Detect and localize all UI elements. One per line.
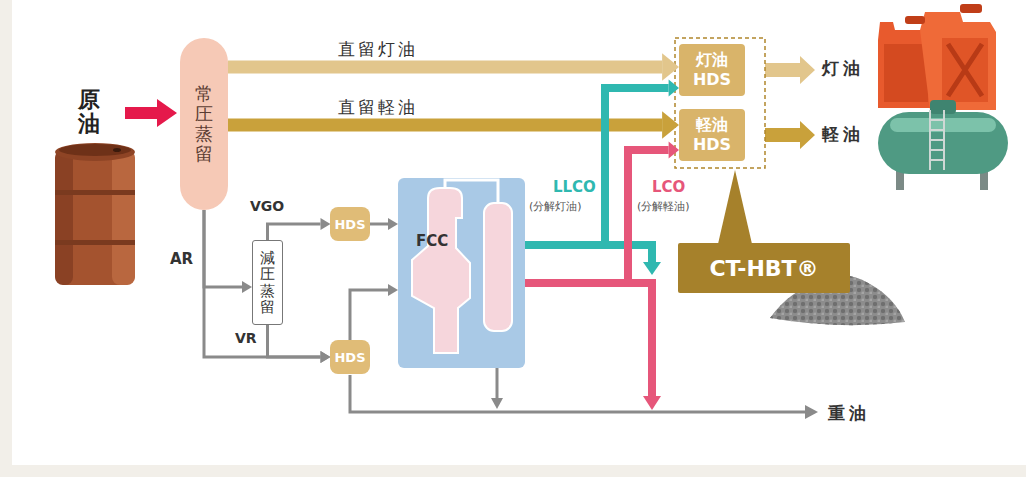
node-text: 灯油 HDS (681, 50, 743, 90)
llco-branch-head (643, 262, 661, 275)
node-text: HDS (334, 217, 365, 232)
fcc-bottom-arrowhead (491, 398, 503, 409)
node-text: 常圧蒸留 (195, 84, 213, 163)
fcc-unit: FCC (398, 178, 525, 368)
stream-label: (分解軽油) (637, 199, 690, 214)
flow-connector (228, 111, 679, 138)
stream-label: (分解灯油) (529, 199, 582, 214)
connector-line (204, 210, 320, 357)
arrowhead (242, 281, 252, 293)
lco-branch-head (643, 396, 661, 410)
flow-connector (370, 218, 398, 230)
connector-line (525, 88, 669, 245)
node-text: FCC (416, 232, 448, 250)
flow-connector (204, 210, 330, 363)
stream-label: 灯油 (822, 57, 864, 80)
distillation-column: 常圧蒸留 (180, 38, 228, 210)
diesel-tank (878, 100, 1008, 190)
hds-group-frame (675, 38, 765, 168)
stream-label: 軽油 (822, 123, 864, 146)
catalyst-pointer (718, 170, 752, 244)
heavy-oil-arrowhead (805, 405, 818, 419)
stream-label: LLCO (553, 178, 596, 196)
connector-line (228, 119, 662, 132)
flow-connector (525, 80, 679, 245)
arrowhead (662, 53, 679, 80)
connector-line (228, 61, 662, 74)
arrowhead (320, 218, 330, 230)
arrowhead (320, 351, 330, 363)
lco-branch (628, 283, 652, 396)
kerosene-hds-box: 灯油 HDS (679, 44, 745, 96)
stream-label: AR (170, 250, 193, 268)
stream-label: 原油 (78, 88, 100, 136)
flow-label: VR (235, 330, 257, 346)
connector-line (268, 325, 321, 357)
heavy-oil-lines (350, 368, 805, 412)
arrowhead (669, 142, 679, 159)
node-text: 減圧蒸留 (260, 250, 275, 316)
node-text: HDS (334, 350, 365, 365)
fcc-reactor-illustration (398, 178, 525, 368)
connector-line (370, 223, 388, 226)
stream-label: 重油 (828, 402, 870, 425)
gasoil-hds-box: 軽油 HDS (679, 109, 745, 161)
connector-line (525, 150, 669, 283)
oil-barrel (55, 143, 135, 285)
hds-box: HDS (330, 207, 369, 241)
flow-label: VGO (250, 198, 284, 214)
arrowhead (388, 218, 398, 230)
arrowhead (669, 80, 679, 97)
node-text: CT-HBT® (709, 256, 818, 281)
flow-label: 直留灯油 (338, 38, 418, 61)
connector-line (350, 290, 388, 340)
kerosene-cans (878, 4, 996, 110)
arrowhead (320, 351, 330, 363)
connector-line (204, 210, 242, 287)
arrowhead (662, 111, 679, 138)
catalyst-box: CT-HBT® (678, 243, 850, 293)
product-arrows (765, 56, 815, 149)
node-text: 軽油 HDS (681, 115, 743, 155)
flow-connector (228, 53, 679, 80)
connector-line (268, 224, 321, 240)
stream-label: LCO (652, 178, 685, 196)
flow-connector (204, 210, 252, 293)
vacuum-distillation-box: 減圧蒸留 (252, 240, 283, 325)
flow-connector (268, 325, 331, 363)
flow-connector (350, 284, 398, 340)
crude-input-arrow (125, 99, 177, 127)
flow-label: 直留軽油 (338, 96, 418, 119)
hds-box: HDS (330, 340, 369, 374)
arrowhead (388, 284, 398, 296)
flow-connector (268, 218, 331, 240)
